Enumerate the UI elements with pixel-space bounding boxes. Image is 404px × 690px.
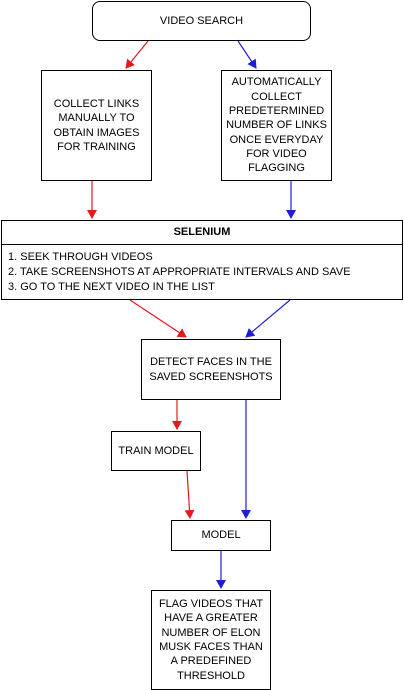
video-search-node: VIDEO SEARCH (92, 1, 311, 41)
model-label: MODEL (201, 529, 241, 542)
flag-videos-label: FLAG VIDEOS THAT HAVE A GREATER NUMBER O… (158, 598, 264, 682)
selenium-step-3: 3. GO TO THE NEXT VIDEO IN THE LIST (8, 280, 215, 293)
edge-train-to-model (184, 470, 195, 519)
collect-manual-label: COLLECT LINKS MANUALLY TO OBTAIN IMAGES … (53, 97, 140, 153)
selenium-node: SELENIUM 1. SEEK THROUGH VIDEOS 2. TAKE … (1, 220, 403, 300)
detect-faces-node: DETECT FACES IN THE SAVED SCREENSHOTS (141, 339, 281, 400)
edge-selenium-to-detect-flagging (245, 299, 291, 338)
collect-manual-node: COLLECT LINKS MANUALLY TO OBTAIN IMAGES … (41, 70, 152, 181)
selenium-step-2: 2. TAKE SCREENSHOTS AT APPROPRIATE INTER… (8, 265, 351, 278)
video-search-label: VIDEO SEARCH (159, 14, 244, 27)
selenium-steps: 1. SEEK THROUGH VIDEOS 2. TAKE SCREENSHO… (2, 245, 402, 295)
flag-videos-node: FLAG VIDEOS THAT HAVE A GREATER NUMBER O… (151, 590, 271, 690)
collect-auto-label: AUTOMATICALLY COLLECT PREDETERMINED NUMB… (226, 76, 327, 175)
edge-selenium-to-detect-training (129, 299, 187, 338)
train-model-node: TRAIN MODEL (111, 431, 201, 471)
collect-auto-node: AUTOMATICALLY COLLECT PREDETERMINED NUMB… (221, 70, 332, 181)
selenium-step-1: 1. SEEK THROUGH VIDEOS (8, 251, 153, 263)
selenium-title: SELENIUM (2, 221, 402, 245)
train-model-label: TRAIN MODEL (118, 444, 194, 457)
detect-faces-label: DETECT FACES IN THE SAVED SCREENSHOTS (149, 356, 273, 383)
edge-search-to-auto (237, 40, 257, 69)
model-node: MODEL (171, 520, 271, 551)
edge-search-to-manual (125, 40, 149, 69)
